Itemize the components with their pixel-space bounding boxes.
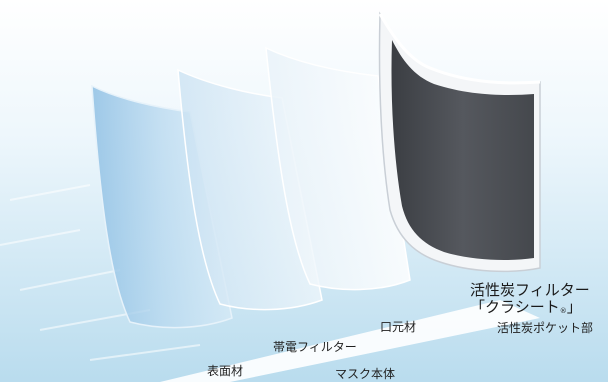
floor-strip: [160, 300, 540, 382]
carbon-filter-sheet: [391, 40, 534, 260]
registered-mark: ®: [559, 307, 567, 316]
label-surface-material: 表面材: [207, 364, 244, 378]
label-mouth-material: 口元材: [380, 320, 417, 334]
label-charged-filter: 帯電フィルター: [273, 340, 357, 354]
label-carbon-pocket: 活性炭ポケット部: [497, 321, 594, 335]
background-streaks: [0, 184, 201, 361]
label-carbon-filter-line2: 「クラシート®」: [470, 298, 582, 317]
label-carbon-filter-line1: 活性炭フィルター: [470, 281, 590, 299]
carbon-pocket-edge: [378, 13, 541, 85]
layer-mouth-material: [265, 46, 411, 291]
label-carbon-filter: 活性炭フィルター 「クラシート®」: [470, 281, 590, 317]
label-mask-body: マスク本体: [335, 367, 396, 381]
